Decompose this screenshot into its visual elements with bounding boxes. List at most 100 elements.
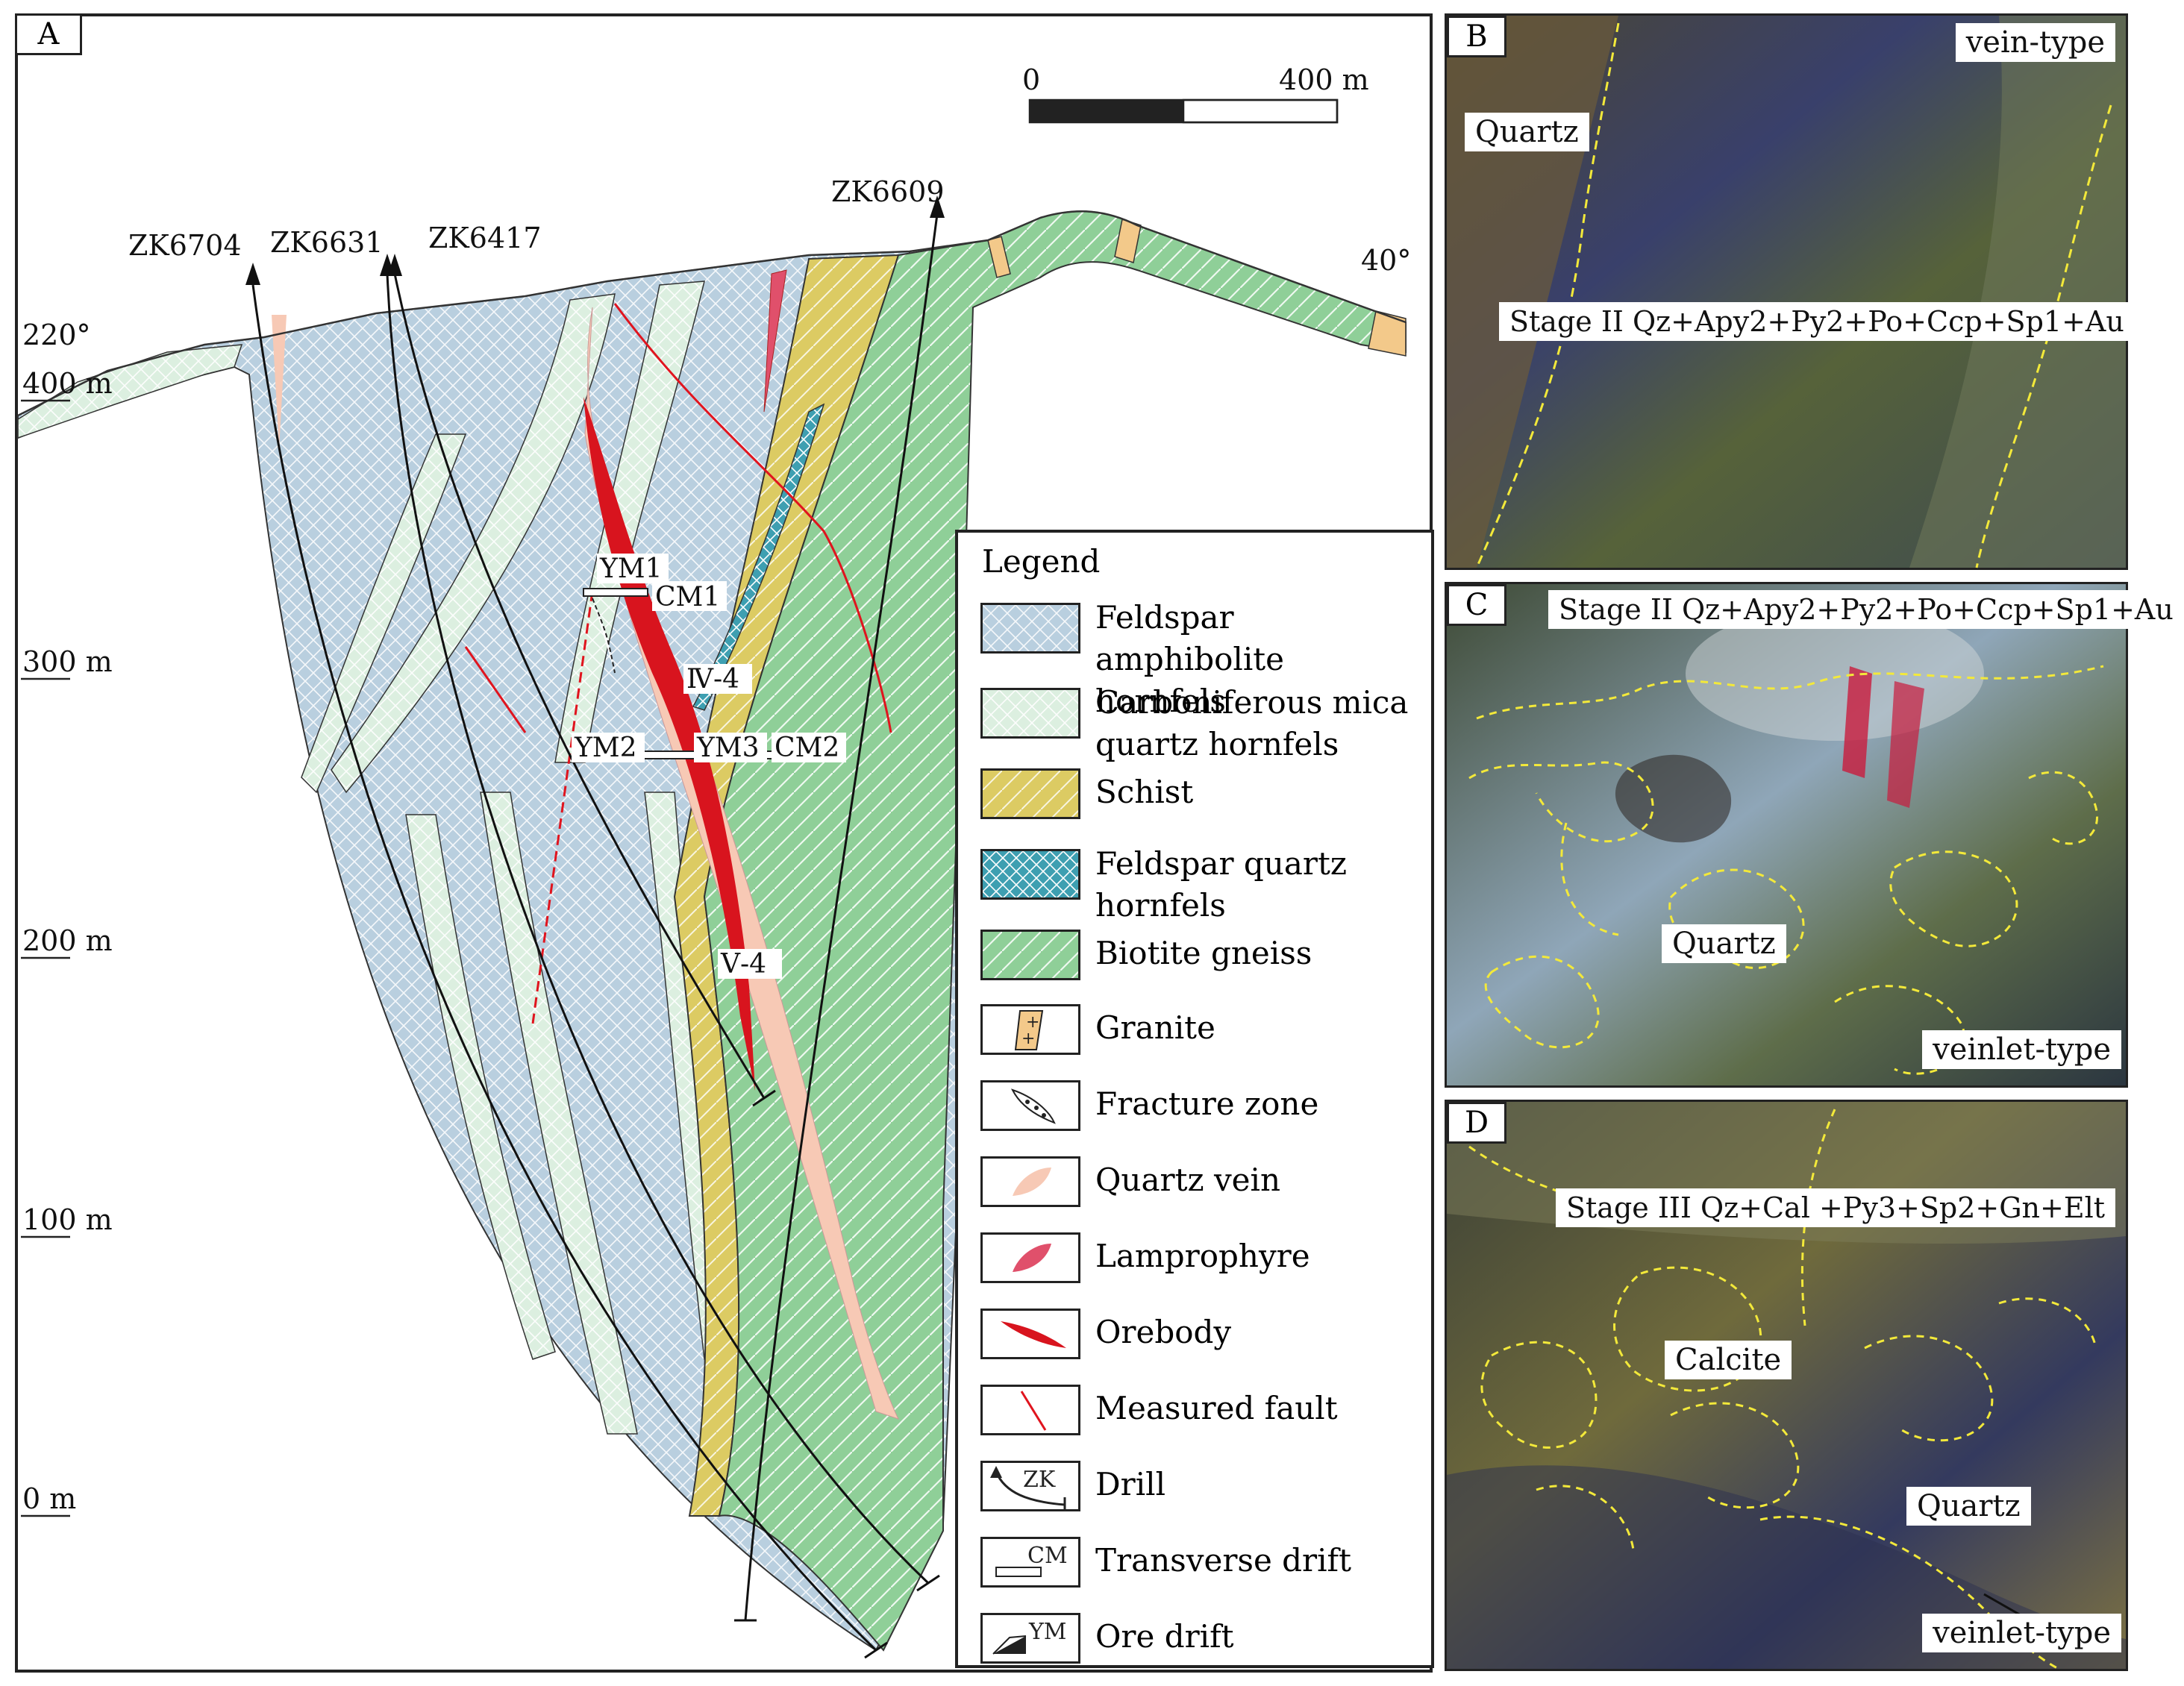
cross-section-panel: 0 400 m 220° 40° 400 m 300 m 200 m 100 m… bbox=[15, 13, 1434, 1673]
stage-label-d: Stage III Qz+Cal +Py3+Sp2+Gn+Elt bbox=[1556, 1188, 2116, 1227]
type-label-d: veinlet-type bbox=[1922, 1614, 2121, 1652]
granite-dyke bbox=[987, 236, 1011, 278]
ore-drift-label-ym1: YM1 bbox=[599, 554, 663, 584]
legend-label: Ore drift bbox=[1095, 1618, 1234, 1655]
ground-surface bbox=[17, 210, 1407, 417]
geology-body bbox=[17, 210, 1407, 1652]
photo-panel-d: D Stage III Qz+Cal +Py3+Sp2+Gn+Elt Calci… bbox=[1445, 1100, 2128, 1671]
mica-band bbox=[301, 433, 467, 794]
panel-letter-d: D bbox=[1447, 1102, 1506, 1144]
legend-label: Orebody bbox=[1095, 1314, 1232, 1350]
drill-label-zk6417: ZK6417 bbox=[428, 222, 542, 254]
legend-label: Schist bbox=[1095, 774, 1194, 810]
inferred-fault bbox=[531, 590, 594, 1024]
drill-holes bbox=[251, 213, 940, 1659]
orebody-label-v4: Ⅴ-4 bbox=[720, 949, 766, 980]
elevation-label: 400 m bbox=[22, 367, 113, 400]
legend: Legend Feldspar amphibolite hornfels Car… bbox=[955, 530, 1434, 1668]
legend-label: Quartz vein bbox=[1095, 1162, 1281, 1198]
swatch-schist bbox=[980, 768, 1080, 819]
photo-panel-c: C Stage II Qz+Apy2+Py2+Po+Ccp+Sp1+Au Qua… bbox=[1445, 582, 2184, 1088]
drill-label-zk6609: ZK6609 bbox=[831, 175, 945, 208]
elevation-label: 300 m bbox=[22, 645, 113, 678]
swatch-amphibolite bbox=[980, 603, 1080, 654]
fracture-zone bbox=[592, 598, 616, 674]
ore-drift-symbol-text: YM bbox=[1028, 1619, 1067, 1645]
drift-label-cm2: CM2 bbox=[775, 733, 839, 763]
type-label-b: vein-type bbox=[1955, 23, 2115, 62]
scale-max-label: 400 m bbox=[1279, 63, 1369, 96]
panel-letter-a: A bbox=[15, 13, 82, 55]
legend-label: Biotite gneiss bbox=[1095, 935, 1312, 971]
swatch-biotite-gneiss bbox=[980, 930, 1080, 980]
swatch-measured-fault bbox=[980, 1385, 1080, 1435]
drill-symbol-text: ZK bbox=[1023, 1467, 1056, 1493]
swatch-feldspar-quartz bbox=[980, 849, 1080, 900]
legend-label: Carboniferous mica quartz hornfels bbox=[1095, 684, 1409, 762]
drill-line-zk6631 bbox=[386, 273, 930, 1585]
swatch-quartz-vein bbox=[980, 1156, 1080, 1207]
mica-hornfels-left-cap bbox=[17, 344, 243, 439]
photo-d-image bbox=[1447, 1102, 2126, 1670]
mineral-label-d-calcite: Calcite bbox=[1665, 1341, 1792, 1379]
drill-line-zk6417 bbox=[393, 273, 766, 1099]
lamprophyre-dyke bbox=[763, 269, 787, 413]
feldspar-quartz-band bbox=[692, 403, 825, 711]
mineral-label-b: Quartz bbox=[1465, 113, 1589, 151]
svg-text:+: + bbox=[1026, 1013, 1039, 1032]
orientation-right: 40° bbox=[1361, 244, 1411, 277]
mica-band bbox=[405, 814, 556, 1360]
swatch-transverse-drift: CM bbox=[980, 1537, 1080, 1588]
legend-label: Granite bbox=[1095, 1009, 1215, 1046]
elevation-label: 200 m bbox=[22, 924, 113, 957]
panel-letter-c: C bbox=[1447, 584, 1506, 626]
swatch-drill: ZK bbox=[980, 1461, 1080, 1511]
panel-letter-b: B bbox=[1447, 16, 1506, 57]
biotite-gneiss-band bbox=[703, 210, 1407, 1652]
drift-symbol-text: CM bbox=[1027, 1543, 1068, 1569]
orebody-label-iv4: Ⅳ-4 bbox=[686, 664, 739, 695]
swatch-ore-drift: YM bbox=[980, 1613, 1080, 1664]
swatch-granite: ++ bbox=[980, 1004, 1080, 1055]
legend-label: Fracture zone bbox=[1095, 1085, 1319, 1122]
drill-label-zk6631: ZK6631 bbox=[270, 226, 384, 259]
swatch-mica bbox=[980, 688, 1080, 739]
stage-label-b: Stage II Qz+Apy2+Py2+Po+Ccp+Sp1+Au bbox=[1499, 302, 2135, 341]
elevation-ticks bbox=[21, 399, 70, 1517]
swatch-fracture-zone bbox=[980, 1080, 1080, 1131]
elevation-label: 100 m bbox=[22, 1203, 113, 1236]
measured-fault bbox=[464, 646, 527, 733]
legend-label: Drill bbox=[1095, 1466, 1166, 1502]
ore-drift-label-ym3: YM3 bbox=[696, 733, 760, 763]
mineral-label-d-quartz: Quartz bbox=[1906, 1487, 2031, 1526]
measured-fault bbox=[613, 303, 892, 733]
elevation-label: 0 m bbox=[22, 1482, 76, 1515]
swatch-orebody bbox=[980, 1309, 1080, 1359]
transverse-drift-cm1 bbox=[583, 588, 648, 597]
scale-bar bbox=[1028, 98, 1339, 124]
svg-text:+: + bbox=[1021, 1030, 1035, 1048]
cross-section-map: 0 400 m 220° 40° 400 m 300 m 200 m 100 m… bbox=[17, 63, 1411, 1659]
mica-band bbox=[331, 293, 616, 794]
quartz-vein bbox=[272, 315, 287, 449]
drift-label-cm1: CM1 bbox=[655, 582, 720, 612]
mineral-label-c: Quartz bbox=[1662, 924, 1786, 963]
legend-label: Measured fault bbox=[1095, 1390, 1338, 1426]
legend-label: Transverse drift bbox=[1095, 1542, 1351, 1579]
drill-line-zk6704 bbox=[251, 284, 877, 1652]
ore-drift-label-ym2: YM2 bbox=[574, 733, 637, 763]
drill-arrowheads bbox=[245, 195, 945, 285]
drill-label-zk6704: ZK6704 bbox=[128, 229, 242, 262]
photo-c-image bbox=[1447, 584, 2126, 1085]
legend-label: Feldspar amphibolite hornfels bbox=[1095, 599, 1285, 719]
legend-label: Lamprophyre bbox=[1095, 1238, 1310, 1274]
drill-line-zk6609 bbox=[744, 213, 939, 1621]
scale-zero-label: 0 bbox=[1022, 63, 1040, 96]
swatch-lamprophyre bbox=[980, 1232, 1080, 1283]
legend-label: Feldspar quartz hornfels bbox=[1095, 845, 1347, 924]
mica-band bbox=[480, 792, 638, 1435]
granite-dyke bbox=[1368, 310, 1407, 357]
legend-title: Legend bbox=[982, 543, 1101, 580]
type-label-c: veinlet-type bbox=[1922, 1030, 2121, 1069]
orientation-left: 220° bbox=[22, 319, 91, 351]
